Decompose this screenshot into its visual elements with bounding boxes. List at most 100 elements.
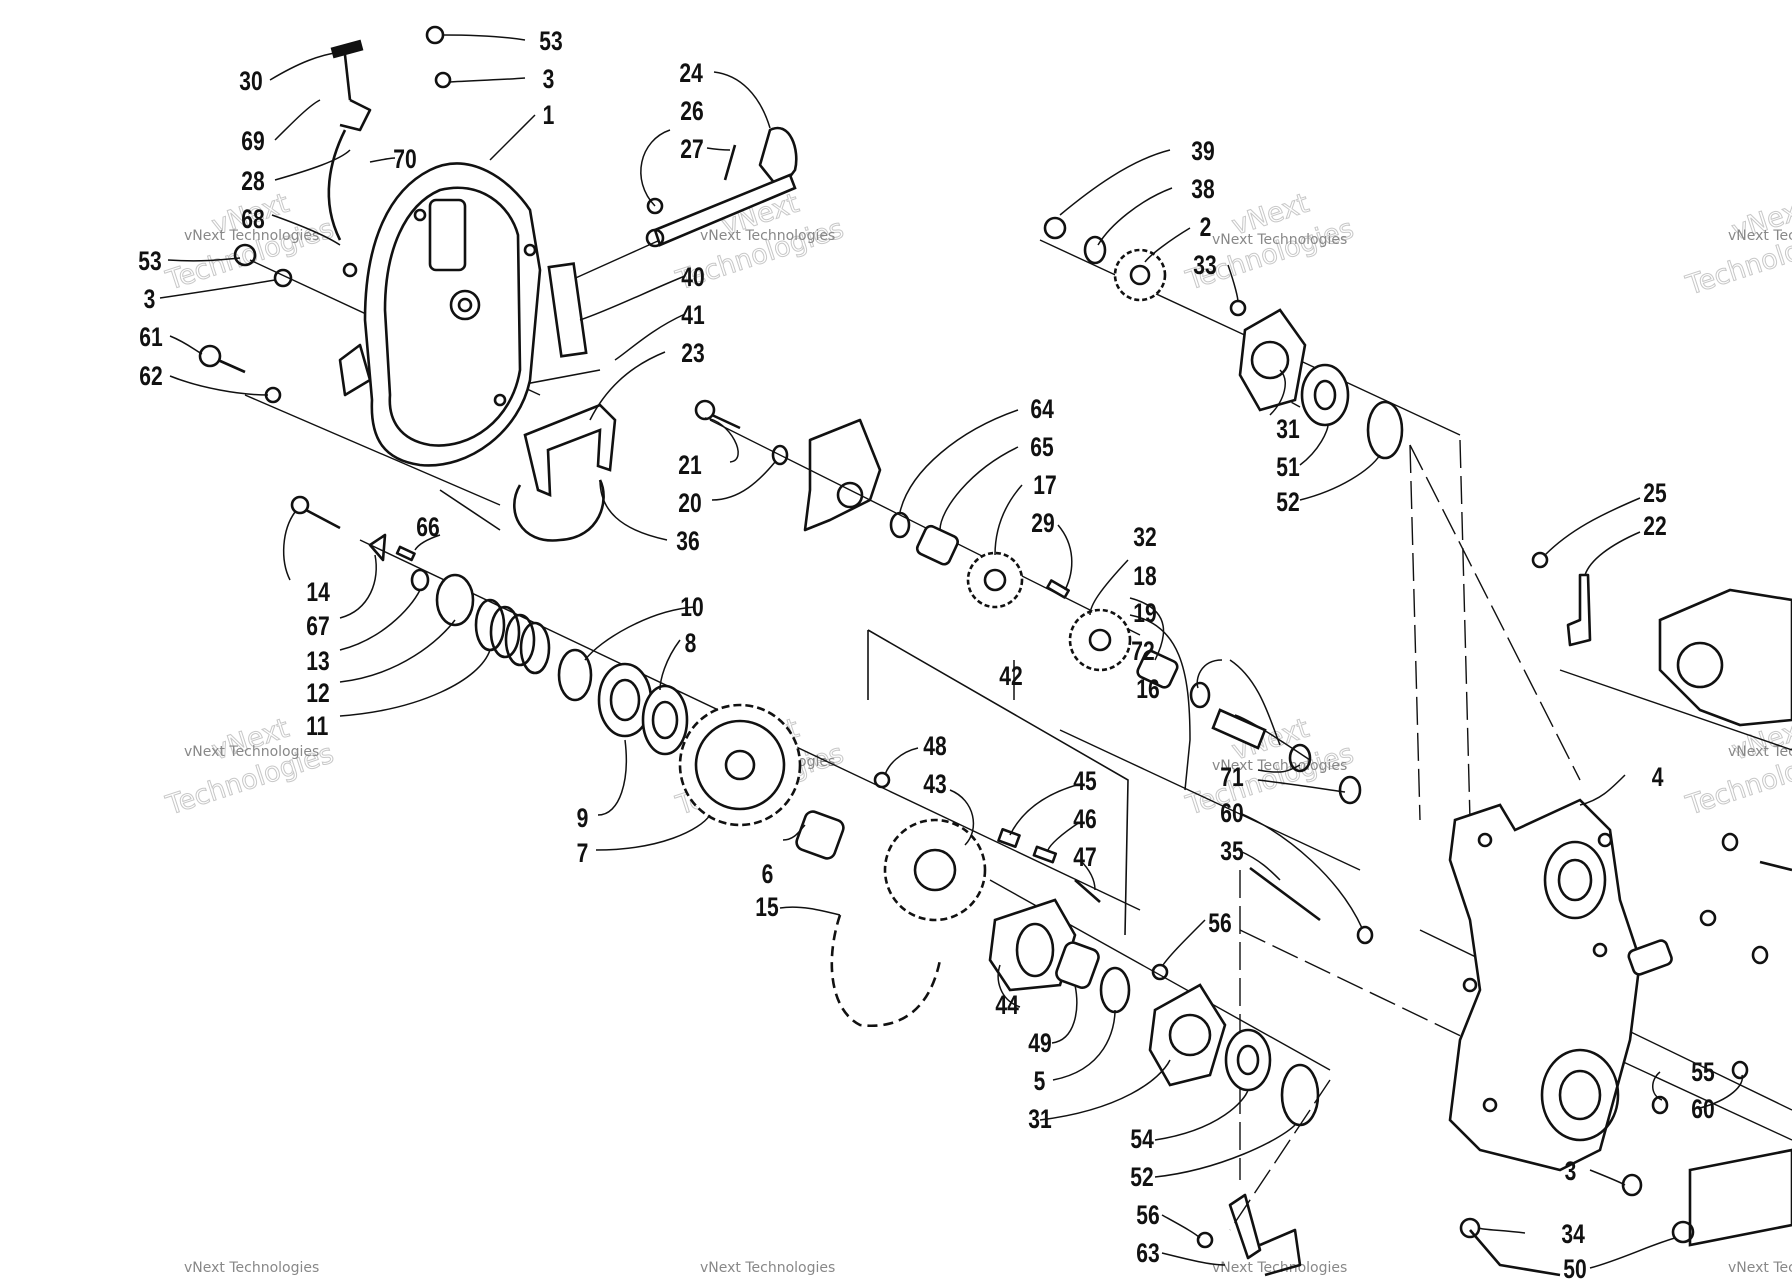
callout-3: 3 — [543, 65, 555, 95]
callout-52: 52 — [1130, 1163, 1153, 1193]
washer-icon — [1338, 775, 1362, 805]
callout-29: 29 — [1031, 509, 1054, 539]
o-ring-icon — [1356, 925, 1374, 945]
gear-icon — [966, 551, 1024, 609]
callout-4: 4 — [1652, 763, 1664, 793]
callout-3: 3 — [144, 285, 156, 315]
callout-47: 47 — [1073, 843, 1096, 873]
nut-icon — [1229, 299, 1247, 317]
callout-40: 40 — [681, 263, 704, 293]
watermark-text: vNext Technologies — [700, 228, 835, 244]
callout-20: 20 — [678, 489, 701, 519]
watermark-text: vNext Technologies — [1728, 228, 1792, 244]
washer-icon — [1083, 235, 1107, 265]
housing-fragment — [803, 418, 882, 532]
callout-9: 9 — [577, 804, 589, 834]
callout-53: 53 — [138, 247, 161, 277]
callout-50: 50 — [1563, 1255, 1586, 1280]
callout-66: 66 — [416, 513, 439, 543]
screw-icon — [233, 243, 257, 267]
bearing-flange — [1148, 983, 1227, 1087]
clutch-dog-icon — [988, 898, 1077, 992]
callout-18: 18 — [1133, 562, 1156, 592]
ring-icon — [1280, 1063, 1320, 1127]
callout-2: 2 — [1200, 213, 1212, 243]
callout-32: 32 — [1133, 523, 1156, 553]
callout-68: 68 — [241, 205, 264, 235]
callout-5: 5 — [1034, 1067, 1046, 1097]
washer-icon — [434, 71, 452, 89]
callout-16: 16 — [1136, 675, 1159, 705]
watermark-text: vNext Technologies — [1212, 232, 1347, 248]
callout-43: 43 — [923, 770, 946, 800]
housing-fragment — [1658, 588, 1792, 727]
callout-23: 23 — [681, 339, 704, 369]
watermark-text: vNext Technologies — [1728, 1260, 1792, 1276]
spring-cup-icon — [435, 573, 475, 627]
callout-28: 28 — [241, 167, 264, 197]
callout-31: 31 — [1028, 1105, 1051, 1135]
callout-35: 35 — [1220, 837, 1243, 867]
bearing-flange — [1238, 308, 1307, 412]
callout-12: 12 — [306, 679, 329, 709]
callout-3: 3 — [1565, 1157, 1577, 1187]
callout-8: 8 — [685, 629, 697, 659]
washer-icon — [1288, 743, 1312, 773]
callout-64: 64 — [1030, 395, 1054, 425]
shaft-icon — [1211, 708, 1267, 750]
callout-48: 48 — [923, 732, 946, 762]
gear-icon — [1068, 608, 1132, 672]
parts — [198, 25, 1792, 1277]
callout-46: 46 — [1073, 805, 1096, 835]
callout-36: 36 — [676, 527, 699, 557]
callout-30: 30 — [239, 67, 262, 97]
callout-56: 56 — [1208, 909, 1231, 939]
callout-1: 1 — [543, 101, 555, 131]
watermark-text: vNext Technologies — [184, 744, 319, 760]
washer-icon — [273, 268, 293, 288]
callout-31: 31 — [1276, 415, 1299, 445]
bracket-icon — [1566, 573, 1592, 647]
watermark-text: vNext Technologies — [700, 1260, 835, 1276]
callout-51: 51 — [1276, 453, 1299, 483]
callout-45: 45 — [1073, 767, 1096, 797]
callout-11: 11 — [306, 712, 328, 742]
callout-10: 10 — [680, 593, 703, 623]
callout-67: 67 — [306, 612, 329, 642]
spring-icon — [474, 598, 551, 675]
callout-53: 53 — [539, 27, 562, 57]
watermark-text: vNext Technologies — [184, 228, 319, 244]
callout-70: 70 — [393, 145, 416, 175]
washer-icon — [410, 568, 430, 592]
bracket-icon — [523, 403, 617, 497]
callout-14: 14 — [306, 578, 330, 608]
callout-26: 26 — [680, 97, 703, 127]
snap-ring-icon — [557, 648, 593, 702]
callout-15: 15 — [755, 893, 778, 923]
bearing-icon — [1055, 941, 1100, 989]
callout-60: 60 — [1220, 799, 1243, 829]
callouts: 53 3 1 30 69 70 28 68 53 3 61 62 24 26 2… — [138, 27, 1714, 1280]
callout-72: 72 — [1131, 637, 1154, 667]
washer-icon — [889, 511, 911, 539]
washer-icon — [1459, 1217, 1481, 1239]
callout-34: 34 — [1561, 1220, 1585, 1250]
callout-39: 39 — [1191, 137, 1214, 167]
nut-icon — [1196, 1231, 1214, 1249]
callout-21: 21 — [678, 451, 701, 481]
callout-52: 52 — [1276, 488, 1299, 518]
bearing-icon — [1300, 363, 1350, 427]
callout-65: 65 — [1030, 433, 1053, 463]
washer-icon — [342, 262, 358, 278]
nut-icon — [1531, 551, 1549, 569]
washer-icon — [771, 444, 789, 466]
callout-33: 33 — [1193, 251, 1216, 281]
callout-63: 63 — [1136, 1239, 1159, 1269]
callout-54: 54 — [1130, 1125, 1154, 1155]
watermark-text: vNext Technologies — [184, 1260, 319, 1276]
nut-icon — [1151, 963, 1169, 981]
callout-22: 22 — [1643, 512, 1666, 542]
callout-6: 6 — [762, 860, 774, 890]
callout-38: 38 — [1191, 175, 1214, 205]
